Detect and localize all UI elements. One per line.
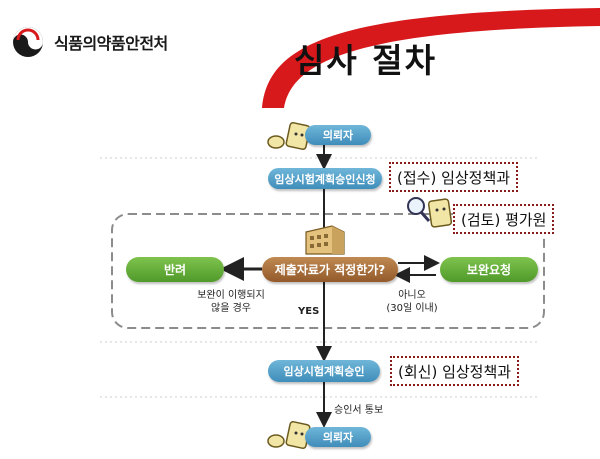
node-approval: 임상시험계획승인 xyxy=(268,360,380,382)
reject-condition-line1: 보완이 이행되지 xyxy=(197,290,265,301)
callout-receipt: (접수) 임상정책과 xyxy=(389,162,519,192)
reject-condition-line2: 않을 경우 xyxy=(211,303,251,314)
reviewer-figure-icon xyxy=(407,197,453,228)
organization-name: 식품의약품안전처 xyxy=(54,34,168,53)
building-icon xyxy=(305,225,345,255)
node-decision: 제출자료가 적정한가? xyxy=(262,257,398,282)
review-region-border xyxy=(111,213,545,329)
node-applicant-top: 의뢰자 xyxy=(305,125,371,145)
callout-reply: (회신) 임상정책과 xyxy=(390,356,520,386)
callout-review: (검토) 평가원 xyxy=(453,204,555,234)
header-arc-decoration xyxy=(262,8,600,108)
no-line1: 아니오 xyxy=(398,290,426,301)
node-application: 임상시험계획승인신청 xyxy=(268,168,382,189)
node-supplement: 보완요청 xyxy=(440,257,538,282)
government-logo-icon xyxy=(13,27,43,57)
slide-title: 심사 절차 xyxy=(294,41,437,80)
yes-label: YES xyxy=(298,306,320,317)
reject-condition-note: 보완이 이행되지 않을 경우 xyxy=(186,289,276,315)
notice-label: 승인서 통보 xyxy=(334,405,384,416)
no-note: 아니오 (30일 이내) xyxy=(372,289,452,315)
node-reject: 반려 xyxy=(126,257,224,282)
no-line2: (30일 이내) xyxy=(386,303,438,314)
node-applicant-bottom: 의뢰자 xyxy=(305,427,371,447)
